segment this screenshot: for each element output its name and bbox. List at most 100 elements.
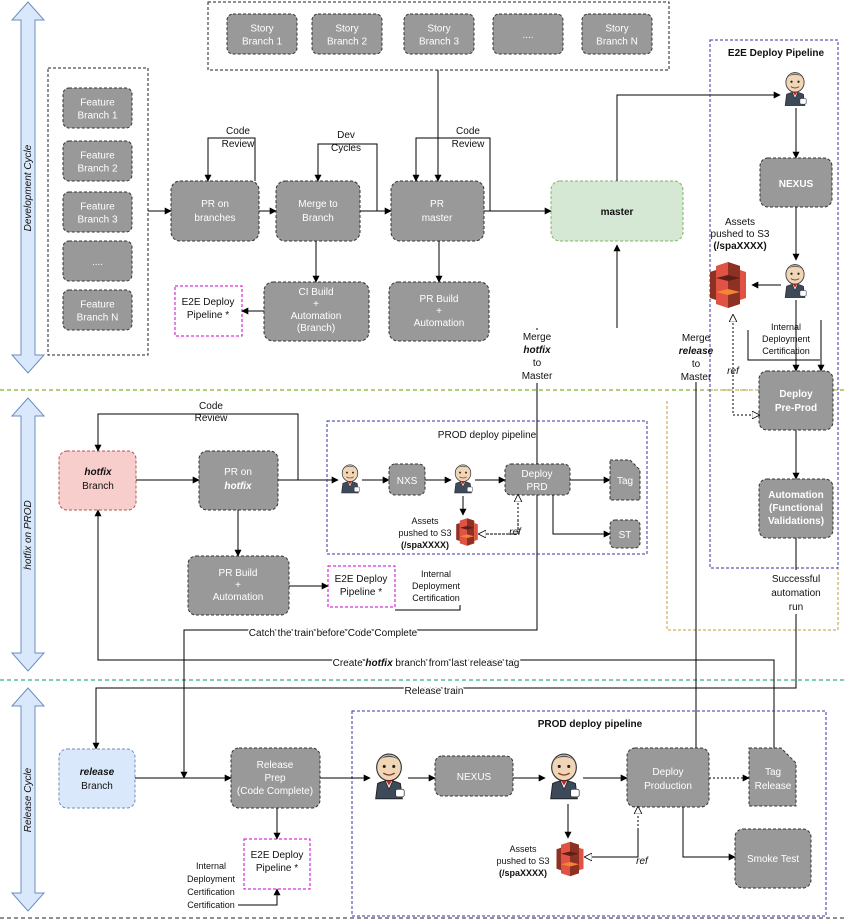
svg-text:Catch the train before Code Co: Catch the train before Code Complete: [249, 628, 418, 639]
svg-text:Automation: Automation: [213, 592, 264, 603]
svg-text:Branch 3: Branch 3: [419, 37, 459, 48]
svg-text:Branch N: Branch N: [596, 37, 638, 48]
svg-text:Feature: Feature: [80, 202, 115, 213]
release-prep-box[interactable]: Release Prep (Code Complete): [230, 747, 321, 809]
svg-text:Release: Release: [755, 781, 792, 792]
hotfix-branch-box[interactable]: hotfix Branch: [58, 450, 137, 511]
svg-text:Branch: Branch: [81, 781, 113, 792]
svg-text:Code: Code: [199, 401, 223, 412]
svg-text:Code: Code: [226, 126, 250, 137]
merge-to-branch-box[interactable]: Merge to Branch: [275, 180, 361, 242]
svg-text:NEXUS: NEXUS: [779, 179, 814, 190]
release-branch-box[interactable]: release Branch: [58, 748, 136, 809]
tag-release-doc[interactable]: Tag Release: [748, 747, 797, 807]
jenkins-icon: [341, 464, 361, 494]
e2e-pipeline-ref-dev[interactable]: E2E Deploy Pipeline *: [174, 285, 243, 337]
svg-text:Branch 2: Branch 2: [327, 37, 367, 48]
ci-build-box[interactable]: CI Build + Automation (Branch): [263, 281, 370, 342]
svg-text:Prep: Prep: [264, 773, 286, 784]
pr-on-branches-box[interactable]: PR on branches: [170, 180, 260, 242]
lane-label-development: Development Cycle: [23, 144, 34, 231]
pr-on-hotfix-box[interactable]: PR on hotfix: [198, 450, 279, 511]
svg-text:Story: Story: [427, 24, 450, 35]
hotfix-pr-build-box[interactable]: PR Build + Automation: [187, 555, 290, 616]
svg-text:Assets: Assets: [509, 844, 537, 854]
svg-text:E2E Deploy: E2E Deploy: [335, 574, 388, 585]
svg-text:+: +: [436, 306, 442, 317]
svg-text:pushed to S3: pushed to S3: [711, 229, 770, 240]
hotfix-tag-doc[interactable]: Tag: [609, 459, 641, 501]
jenkins-icon: [784, 72, 807, 107]
svg-text:NXS: NXS: [397, 476, 418, 487]
svg-text:(Code Complete): (Code Complete): [237, 786, 313, 797]
hotfix-prod-pipeline-frame: [326, 420, 648, 555]
deploy-preprod-box[interactable]: Deploy Pre-Prod: [758, 370, 834, 431]
nxs-box[interactable]: NXS: [388, 463, 426, 496]
svg-text:ref: ref: [636, 856, 649, 867]
e2e-pipeline-ref-release[interactable]: E2E Deploy Pipeline *: [243, 838, 311, 890]
svg-text:Create hotfix branch from last: Create hotfix branch from last release t…: [333, 658, 520, 669]
svg-text:Certification: Certification: [187, 887, 235, 897]
svg-text:E2E Deploy: E2E Deploy: [182, 297, 235, 308]
svg-text:master: master: [422, 213, 453, 224]
svg-text:Review: Review: [222, 139, 256, 150]
svg-text:release: release: [80, 767, 115, 778]
svg-text:Pipeline *: Pipeline *: [187, 310, 229, 321]
pr-build-box[interactable]: PR Build + Automation: [388, 281, 490, 342]
deploy-prd-box[interactable]: Deploy PRD: [504, 463, 571, 496]
svg-text:Release train: Release train: [405, 686, 464, 697]
s3-bucket-icon: [710, 262, 746, 308]
lane-label-hotfix: hotfix on PROD: [23, 500, 34, 569]
e2e-nexus-box[interactable]: NEXUS: [759, 157, 833, 208]
e2e-pipeline-ref-hotfix[interactable]: E2E Deploy Pipeline *: [327, 565, 396, 608]
svg-text:Smoke Test: Smoke Test: [747, 854, 799, 865]
pr-master-box[interactable]: PR master: [390, 180, 485, 242]
story-branch-4[interactable]: ....: [492, 13, 564, 55]
release-prod-pipeline-frame: [351, 710, 827, 917]
svg-text:Successful: Successful: [772, 574, 820, 585]
svg-text:Branch 3: Branch 3: [77, 215, 117, 226]
svg-text:Pipeline *: Pipeline *: [256, 863, 298, 874]
svg-text:to: to: [533, 358, 542, 369]
feature-branches-frame: [47, 67, 149, 356]
svg-text:+: +: [235, 580, 241, 591]
svg-text:PROD deploy pipeline: PROD deploy pipeline: [438, 430, 537, 441]
svg-text:Feature: Feature: [80, 151, 115, 162]
svg-text:to: to: [692, 359, 701, 370]
jenkins-icon: [549, 753, 581, 800]
svg-text:NEXUS: NEXUS: [457, 772, 492, 783]
svg-text:PRD: PRD: [526, 482, 547, 493]
svg-text:Assets: Assets: [411, 516, 439, 526]
svg-text:hotfix: hotfix: [523, 345, 551, 356]
automation-functional-box[interactable]: Automation (Functional Validations): [758, 478, 834, 539]
svg-text:Dev: Dev: [337, 130, 355, 141]
svg-text:Deploy: Deploy: [779, 389, 813, 400]
jenkins-icon: [374, 753, 406, 800]
svg-text:PROD deploy pipeline: PROD deploy pipeline: [538, 719, 643, 730]
master-box[interactable]: master: [550, 180, 684, 242]
svg-text:Deployment: Deployment: [762, 334, 811, 344]
svg-text:Branch: Branch: [302, 213, 334, 224]
svg-text:Feature: Feature: [80, 300, 115, 311]
svg-text:Merge to: Merge to: [298, 199, 338, 210]
svg-text:Internal: Internal: [771, 322, 801, 332]
svg-text:PR Build: PR Build: [420, 294, 459, 305]
svg-text:Deployment: Deployment: [412, 581, 461, 591]
svg-text:Branch: Branch: [82, 481, 114, 492]
lane-arrow-release: Release Cycle: [10, 687, 46, 912]
smoke-test-box[interactable]: Smoke Test: [734, 828, 812, 889]
hotfix-st-box[interactable]: ST: [609, 519, 641, 549]
svg-text:Story: Story: [605, 24, 628, 35]
feature-branch-4[interactable]: ....: [62, 240, 133, 282]
deploy-production-box[interactable]: Deploy Production: [626, 747, 710, 808]
jenkins-icon: [454, 464, 474, 494]
release-nexus-box[interactable]: NEXUS: [434, 755, 514, 797]
